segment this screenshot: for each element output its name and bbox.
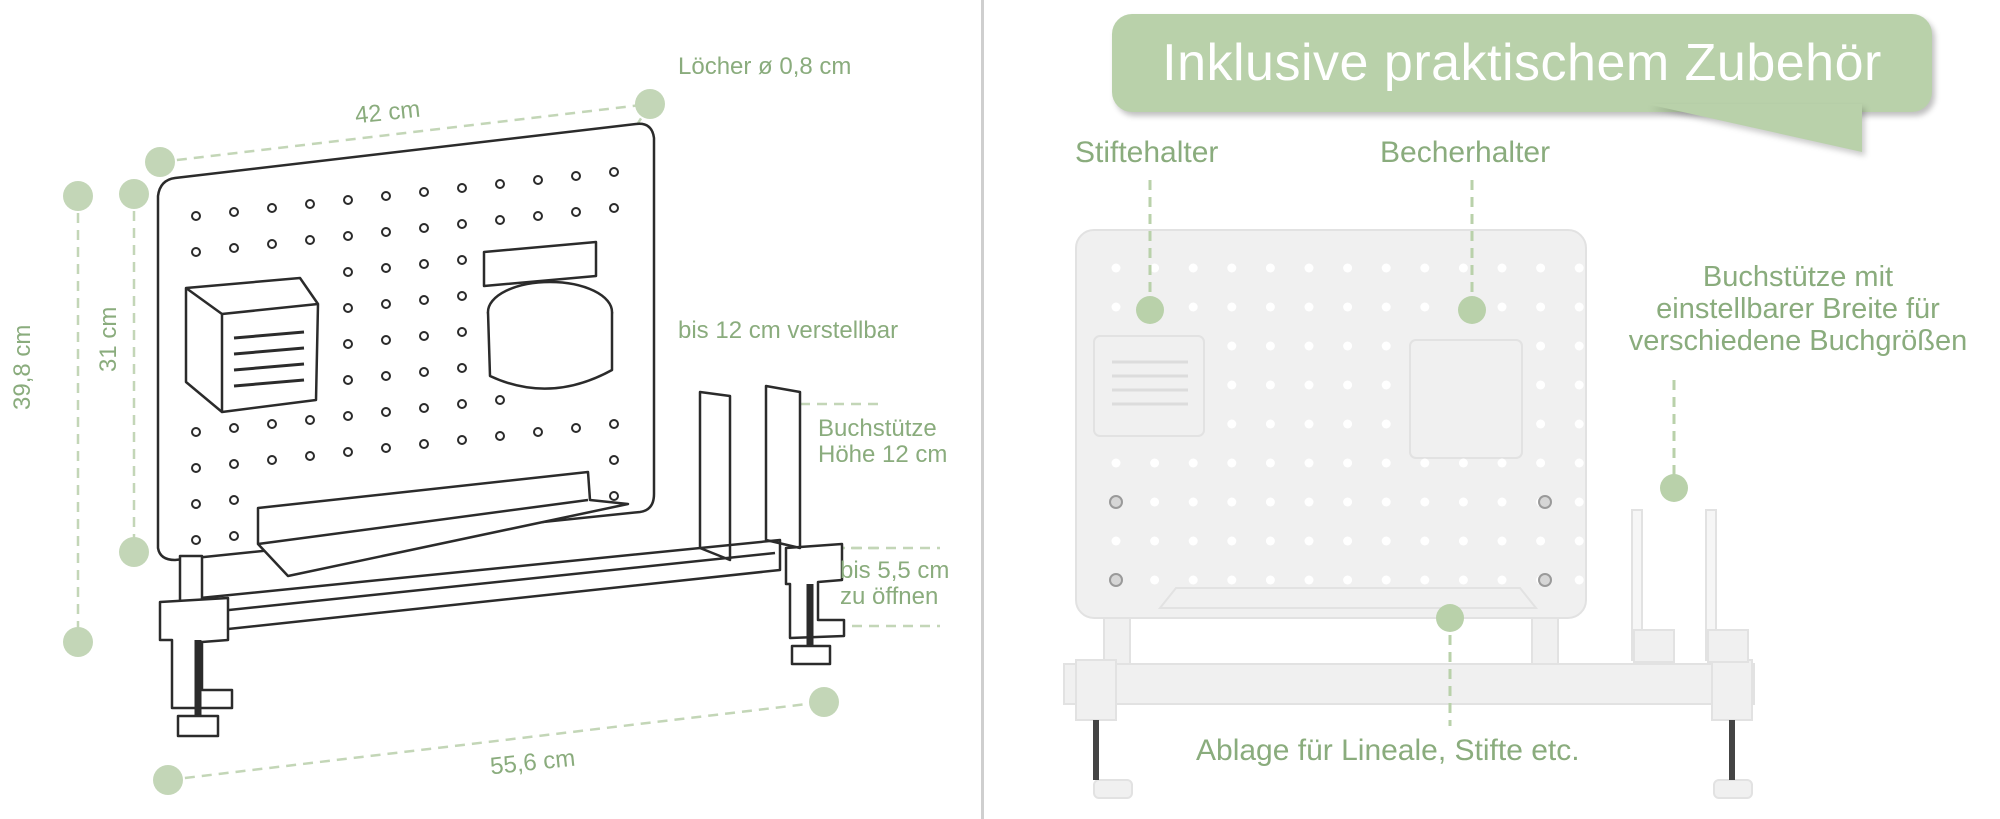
label-pen-holder: Stiftehalter xyxy=(1075,136,1219,169)
dimension-height-total: 39,8 cm xyxy=(9,324,36,410)
label-bookend: Buchstütze mit einstellbarer Breite für … xyxy=(1628,261,1968,357)
technical-drawing-panel: 42 cm Löcher ø 0,8 cm 39,8 cm 31 cm bis … xyxy=(0,0,980,819)
dimension-adjustable: bis 12 cm verstellbar xyxy=(678,317,899,344)
dimension-holes: Löcher ø 0,8 cm xyxy=(678,53,852,80)
label-cup-holder: Becherhalter xyxy=(1380,136,1551,169)
headline-text: Inklusive praktischem Zubehör xyxy=(1162,34,1882,92)
headline-banner xyxy=(1112,14,1932,112)
label-shelf: Ablage für Lineale, Stifte etc. xyxy=(1196,734,1580,767)
dimension-clamp-opening: bis 5,5 cm zu öffnen xyxy=(840,557,950,611)
banner-tail xyxy=(1647,104,1862,152)
pegboard-line-drawing xyxy=(63,89,940,795)
dimension-height-board: 31 cm xyxy=(95,306,122,372)
panel-divider xyxy=(981,0,984,819)
dimension-bookend-height: Buchstütze Höhe 12 cm xyxy=(818,415,948,469)
